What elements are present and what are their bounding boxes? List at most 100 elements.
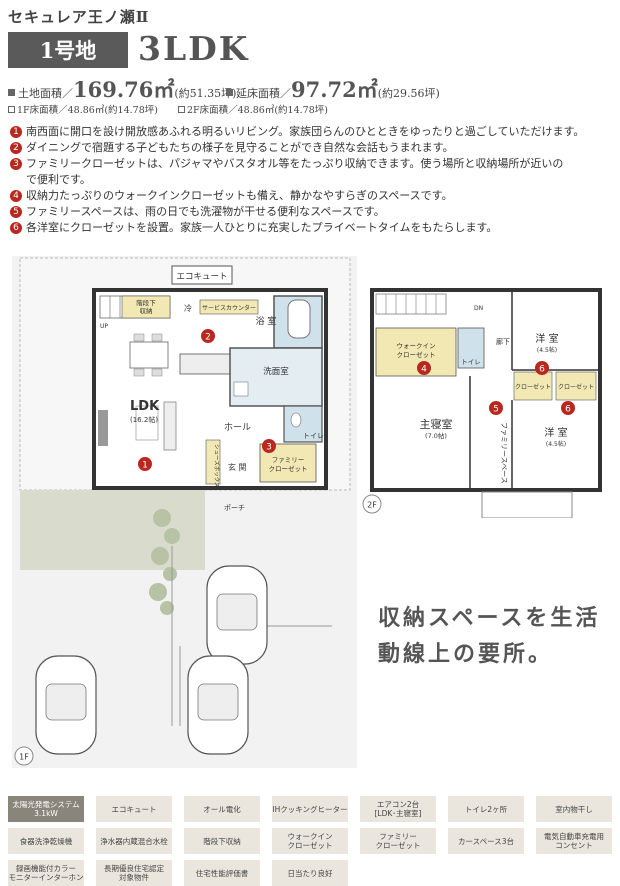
sofa xyxy=(163,401,177,451)
series-title: セキュレア王ノ瀬Ⅱ xyxy=(8,8,150,26)
corridor-label: 廊下 xyxy=(496,337,510,346)
badge: 長期優良住宅認定 対象物件 xyxy=(96,860,172,886)
bath-label: 浴 室 xyxy=(256,315,277,327)
floor2-markers: 4 5 6 6 xyxy=(417,361,575,415)
chairs xyxy=(133,333,163,377)
fridge-label: 冷 xyxy=(184,303,192,313)
toilet-label: トイレ xyxy=(303,432,324,440)
land-area: 土地面積／169.76㎡(約51.35坪) xyxy=(8,74,236,104)
svg-text:5: 5 xyxy=(493,405,499,415)
floor2-staircase xyxy=(375,293,447,315)
hall-label: ホール xyxy=(224,422,251,433)
badge: オール電化 xyxy=(184,796,260,822)
floor1-plan: エコキュート 階段下収納 UP 冷 サービスカウンター 浴 室 洗面室 LDK … xyxy=(12,256,357,768)
closet-1 xyxy=(513,371,553,401)
porch-label: ポーチ xyxy=(224,504,245,512)
closet-2-label: クローゼット xyxy=(558,383,594,391)
square-outline-icon xyxy=(178,106,185,113)
floor1-area: 1F床面積／48.86㎡(約14.78坪) xyxy=(8,102,158,116)
washing-machine-icon xyxy=(233,381,249,397)
toilet-room xyxy=(283,405,323,443)
tv-board xyxy=(98,410,108,446)
number-badge: 1 xyxy=(10,126,22,138)
square-bullet-icon xyxy=(8,89,15,96)
feature-item: で便利です。 xyxy=(26,173,91,186)
dn-label: DN xyxy=(474,305,483,312)
room2-size: (4.5帖) xyxy=(546,440,566,448)
svg-text:2: 2 xyxy=(205,333,211,343)
floor1-marker-label: 1F xyxy=(19,753,29,762)
bathtub-icon xyxy=(287,299,311,339)
coffee-table xyxy=(135,405,159,441)
shrubs xyxy=(149,509,180,615)
wic-label: ウォークインクローゼット xyxy=(397,342,436,359)
square-outline-icon xyxy=(8,106,15,113)
toilet-icon xyxy=(290,412,302,428)
service-counter xyxy=(199,299,259,315)
up-label: UP xyxy=(100,323,108,330)
floor1-markers: 2 1 3 xyxy=(138,329,276,471)
badge: 日当たり良好 xyxy=(272,860,348,886)
badge: 電気自動車充電用 コンセント xyxy=(536,828,612,854)
badge: 階段下収納 xyxy=(184,828,260,854)
number-badge: 6 xyxy=(10,222,22,234)
floor2-marker xyxy=(362,494,382,514)
ldk-label: LDK xyxy=(130,399,160,414)
washroom-label: 洗面室 xyxy=(263,366,289,377)
eco-cute-label: エコキュート xyxy=(176,272,227,282)
tagline: 収納スペースを生活 動線上の要所。 xyxy=(378,600,600,672)
family-space-label: ファミリースペース xyxy=(500,422,508,484)
badge: カースペース3台 xyxy=(448,828,524,854)
floor2-toilet-label: トイレ xyxy=(461,358,481,366)
square-bullet-icon xyxy=(226,89,233,96)
badge: 食器洗浄乾燥機 xyxy=(8,828,84,854)
badge: 室内物干し xyxy=(536,796,612,822)
room1-label: 洋 室 xyxy=(535,332,558,345)
floor-area: 延床面積／97.72㎡(約29.56坪) xyxy=(226,74,440,104)
room2-label: 洋 室 xyxy=(544,426,567,439)
tagline-line2: 動線上の要所。 xyxy=(378,641,554,667)
washroom xyxy=(229,347,323,407)
floor2-toilet xyxy=(457,327,485,369)
number-badge: 5 xyxy=(10,206,22,218)
car-icons xyxy=(35,565,268,755)
shoebox xyxy=(205,439,221,485)
svg-text:6: 6 xyxy=(565,405,571,415)
closet-1-label: クローゼット xyxy=(515,383,551,391)
master-label: 主寝室 xyxy=(420,417,453,431)
layout-type: 3LDK xyxy=(138,29,250,68)
svg-text:1: 1 xyxy=(142,461,148,471)
svg-text:4: 4 xyxy=(421,365,427,375)
floor1-marker xyxy=(14,746,34,766)
badge: エコキュート xyxy=(96,796,172,822)
svg-text:3: 3 xyxy=(266,443,272,453)
svg-text:6: 6 xyxy=(539,365,545,375)
feature-badges: 太陽光発電システム 3.1kW エコキュート オール電化 IHクッキングヒーター… xyxy=(8,796,614,886)
balcony xyxy=(481,491,573,518)
floor2-marker-label: 2F xyxy=(367,501,377,510)
badge: トイレ2ヶ所 xyxy=(448,796,524,822)
walk-in-closet xyxy=(375,327,457,377)
dining-table xyxy=(129,341,169,369)
family-closet-label: ファミリークローゼット xyxy=(269,456,308,473)
master-size: (7.0帖) xyxy=(425,431,447,440)
stair-storage-label: 階段下収納 xyxy=(136,298,156,315)
badge: 住宅性能評価書 xyxy=(184,860,260,886)
floor2-plan: DN ウォークインクローゼット トイレ 廊下 洋 室 (4.5帖) クローゼット… xyxy=(362,288,602,518)
room1-size: (4.5帖) xyxy=(537,346,557,354)
service-counter-label: サービスカウンター xyxy=(202,304,256,312)
shoebox-label: シューズボックス xyxy=(213,444,221,488)
badge: 太陽光発電システム 3.1kW xyxy=(8,796,84,822)
number-badge: 4 xyxy=(10,190,22,202)
number-badge: 2 xyxy=(10,142,22,154)
entrance-label: 玄 関 xyxy=(228,462,247,472)
ldk-size: (16.2帖) xyxy=(130,415,158,424)
number-badge: 3 xyxy=(10,158,22,170)
